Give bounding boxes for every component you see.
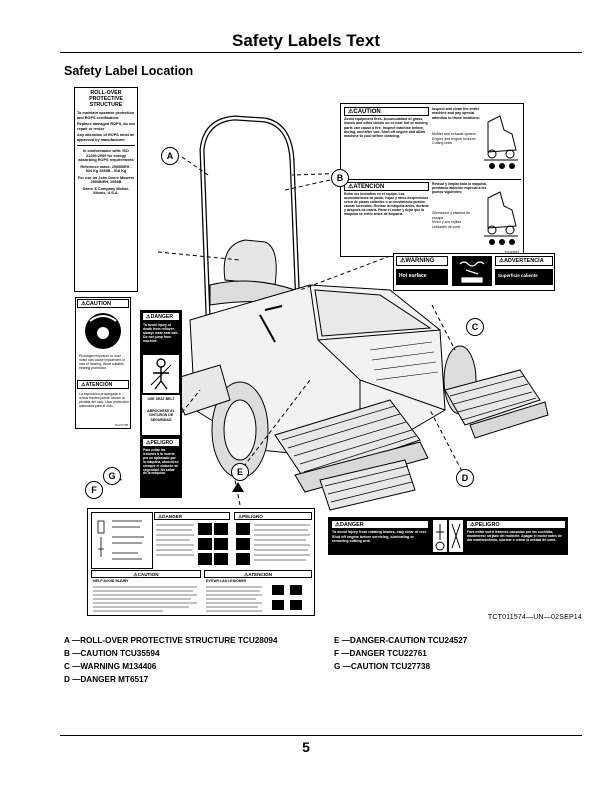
atencion-e-word: ⚠ATENCION xyxy=(204,570,312,578)
page-title: Safety Labels Text xyxy=(231,31,381,50)
rops-header: ROLL-OVER PROTECTIVE STRUCTURE xyxy=(89,90,123,108)
label-rops: ROLL-OVER PROTECTIVE STRUCTURE To mainta… xyxy=(74,87,138,292)
caution-b-word: ⚠CAUTION xyxy=(344,107,429,116)
caution-b-code: TCU35594 xyxy=(504,249,519,254)
atencion-b-text: Evitar los incendios en el equipo. Las a… xyxy=(344,192,429,217)
footer-rule xyxy=(60,735,582,736)
label-danger-d: ⚠DANGER To avoid injury from rotating bl… xyxy=(328,517,568,555)
label-danger-caution-e: ⚠DANGER ⚠PELIGRO ⚠CAUTION ⚠ATENCION HELP… xyxy=(87,508,315,616)
callout-f: F xyxy=(85,481,103,499)
e-left-panel xyxy=(91,512,153,569)
evitar-lesiones: EVITAR LAS LESIONES xyxy=(206,579,247,583)
mower-pictogram-top xyxy=(484,115,518,169)
warning-word: ⚠WARNING xyxy=(396,256,448,266)
e-peligro-panel xyxy=(234,521,312,567)
section-heading: Safety Label Location xyxy=(64,64,194,78)
peligro-e-word: ⚠PELIGRO xyxy=(234,512,312,520)
rops-bullet-2: Any alteration of ROPS must be approved … xyxy=(77,133,135,142)
reel-hazard-icon-1 xyxy=(433,520,447,552)
label-caution-b: ⚠CAUTION Avoid equipment fires. Accumula… xyxy=(340,103,524,257)
safety-label-figure: ROLL-OVER PROTECTIVE STRUCTURE To mainta… xyxy=(60,80,582,625)
callout-d: D xyxy=(456,469,474,487)
callout-e: E xyxy=(231,463,249,481)
legend-item-g: G —CAUTION TCU27738 xyxy=(334,662,430,671)
atencion-g-word: ⚠ATENCIÓN xyxy=(77,380,129,389)
help-avoid-injury: HELP AVOID INJURY xyxy=(93,579,129,583)
seat-belt-caption: USE SEAT BELT xyxy=(147,397,175,401)
peligro-f-text: Para evitar las lesiones o la muerte por… xyxy=(143,448,179,476)
legend-item-d: D —DANGER MT6517 xyxy=(64,675,149,684)
seat xyxy=(223,239,277,286)
atencion-g-text: La exposición prolongada a ruidos fuerte… xyxy=(79,392,129,408)
caution-g-text: Prolonged exposure to loud noise can cau… xyxy=(79,354,126,370)
rops-bullet-1: Replace damaged ROPS, do not repair or r… xyxy=(77,122,135,131)
revisar-title: Revisar y limpiar toda la máquina, prest… xyxy=(432,182,487,195)
e-atencion-text-lines xyxy=(206,585,302,612)
legend-left: A —ROLL-OVER PROTECTIVE STRUCTURE TCU280… xyxy=(64,634,278,686)
legend-item-e: E —DANGER-CAUTION TCU24527 xyxy=(334,636,468,645)
callout-b: B xyxy=(331,169,349,187)
label-warning-c: ⚠WARNING Hot surface ⚠ADVERTENCIA Superf… xyxy=(393,253,555,291)
caution-b-text: Avoid equipment fires. Accumulation of g… xyxy=(344,117,428,139)
callout-c: C xyxy=(466,318,484,336)
advertencia-word: ⚠ADVERTENCIA xyxy=(495,256,553,266)
legend-item-f: F —DANGER TCU22761 xyxy=(334,649,427,658)
abrochese-caption: ABRÓCHESE EL CINTURÓN DE SEGURIDAD xyxy=(147,409,175,422)
peligro-d-word: ⚠PELIGRO xyxy=(466,520,566,529)
rops-intro: To maintain operator protection and ROPS… xyxy=(77,111,135,120)
label-caution-g: ⚠CAUTION Prolonged exposure to loud nois… xyxy=(75,297,131,429)
caution-g-code: TCU27738 xyxy=(114,422,128,427)
danger-d-text: To avoid injury from rotating blades, st… xyxy=(332,530,427,543)
seat-belt-icon xyxy=(143,355,179,393)
rops-foruse: For use on John Deere Mowers 2500B/EH, 2… xyxy=(77,175,135,185)
superficie-text: Superficie caliente xyxy=(495,269,553,285)
callout-g: G xyxy=(103,467,121,485)
inspect-item-3: Cutting units xyxy=(432,141,452,146)
mower-illustration xyxy=(109,115,549,511)
atencion-b-word: ⚠ATENCION xyxy=(344,182,429,191)
danger-f-word: ⚠DANGER xyxy=(142,312,180,321)
e-caution-text-lines xyxy=(93,586,197,612)
revisar-list: Silenciador y sistema de escape Motor y … xyxy=(432,211,482,229)
caution-g-word: ⚠CAUTION xyxy=(77,299,129,308)
danger-e-word: ⚠DANGER xyxy=(154,512,230,520)
page-number: 5 xyxy=(302,739,310,755)
reel-hazard-icon-2 xyxy=(449,520,463,552)
inspect-item-1: Muffler and exhaust system xyxy=(432,132,476,136)
revisar-item-1: Silenciador y sistema de escape xyxy=(432,211,470,220)
danger-d-word: ⚠DANGER xyxy=(331,520,429,529)
legend-item-c: C —WARNING M134406 xyxy=(64,662,157,671)
seat-belt-text: USE SEAT BELT ABRÓCHESE EL CINTURÓN DE S… xyxy=(142,395,180,435)
callout-a: A xyxy=(161,147,179,165)
revisar-item-2: Motor y sus rejillas xyxy=(432,220,461,225)
revisar-item-3: Unidades de corte xyxy=(432,224,461,229)
peligro-d-text: Para evitar sufrir lesiones causadas por… xyxy=(467,530,562,543)
peligro-f-word: ⚠PELIGRO xyxy=(142,438,180,447)
inspect-item-2: Engine and engine screens xyxy=(432,136,476,141)
caution-b-inspect-title: Inspect and clean the entire machine and… xyxy=(432,107,480,120)
e-danger-panel xyxy=(154,521,230,567)
caution-e-word: ⚠CAUTION xyxy=(91,570,201,578)
hot-surface-text: Hot surface xyxy=(396,269,448,285)
hearing-icon xyxy=(80,311,126,351)
hot-surface-icon xyxy=(452,256,492,286)
legend-right: E —DANGER-CAUTION TCU24527 F —DANGER TCU… xyxy=(334,634,467,673)
caution-b-inspect-list: Muffler and exhaust system Engine and en… xyxy=(432,132,482,146)
danger-f-text: To avoid injury or death from rollover, … xyxy=(143,323,179,343)
rops-reference: Reference mass: 2500B/EH - 834 Kg 2653B … xyxy=(80,164,132,174)
figure-code: TCT011574—UN—02SEP14 xyxy=(487,614,582,621)
rops-conformance: In conformance with: ISO 21299:2009 for … xyxy=(78,149,134,162)
legend-item-a: A —ROLL-OVER PROTECTIVE STRUCTURE TCU280… xyxy=(64,636,278,645)
rops-company: Deere & Company Moline, Illinois, U.S.A. xyxy=(82,186,130,196)
mower-pictogram-bottom xyxy=(484,191,518,245)
title-rule xyxy=(60,52,582,53)
label-danger-f: ⚠DANGER To avoid injury or death from ro… xyxy=(140,310,182,498)
legend-item-b: B —CAUTION TCU35594 xyxy=(64,649,160,658)
